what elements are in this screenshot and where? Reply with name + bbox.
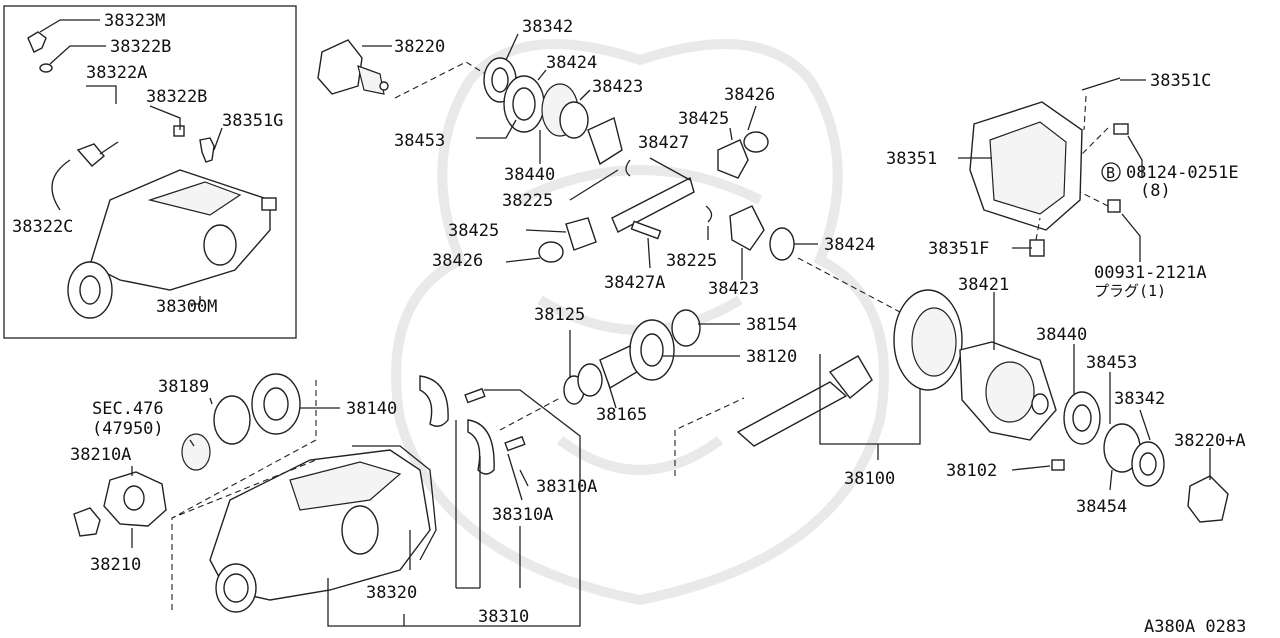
inset-leaders	[39, 19, 223, 305]
label-bolt-qty: (8)	[1140, 181, 1171, 201]
label-38189: 38189	[158, 377, 209, 397]
part-labels: 38323M 38322B 38322A 38322B 38351G 38322…	[12, 11, 1246, 637]
label-38426-2: 38426	[432, 251, 483, 271]
bearing-caps	[419, 375, 526, 475]
label-38320: 38320	[366, 583, 417, 603]
label-38210A: 38210A	[70, 445, 131, 465]
label-38426-1: 38426	[724, 85, 775, 105]
watermark-emblem	[391, 39, 889, 606]
label-plug-code: 00931-2121A	[1094, 263, 1207, 283]
label-bolt-code: 08124-0251E	[1126, 163, 1239, 183]
label-38102: 38102	[946, 461, 997, 481]
label-38140: 38140	[346, 399, 397, 419]
pinion-shaft-shape	[611, 176, 695, 233]
bolt-mark-circle	[1101, 162, 1121, 182]
label-38310A-2: 38310A	[492, 505, 553, 525]
label-38322A: 38322A	[86, 63, 147, 83]
companion-flange-left	[73, 471, 167, 537]
ring-gear-and-case	[893, 289, 1229, 523]
left-bearings	[181, 373, 301, 471]
left-axis-dash	[171, 380, 317, 610]
mid-dash	[499, 397, 561, 431]
leader-lines	[131, 33, 1211, 627]
breather-hose-assembly	[27, 31, 215, 167]
label-38424-2: 38424	[824, 235, 875, 255]
label-38423-2: 38423	[708, 279, 759, 299]
label-38351F: 38351F	[928, 239, 989, 259]
breather-fitting-shape	[27, 31, 47, 53]
label-38322B-2: 38322B	[146, 87, 207, 107]
label-38454: 38454	[1076, 497, 1127, 517]
side-gears	[538, 131, 795, 263]
label-38351C: 38351C	[1150, 71, 1211, 91]
differential-carrier-small	[67, 169, 277, 319]
differential-carrier-main	[209, 445, 437, 613]
rear-cover	[969, 77, 1129, 257]
label-38423-1: 38423	[592, 77, 643, 97]
label-38322C: 38322C	[12, 217, 73, 237]
bolt-mark: B	[1106, 164, 1115, 182]
label-38425-1: 38425	[678, 109, 729, 129]
label-38322B-1: 38322B	[110, 37, 171, 57]
label-38300M: 38300M	[156, 297, 217, 317]
label-38342-1: 38342	[522, 17, 573, 37]
label-38154: 38154	[746, 315, 797, 335]
label-38310A-1: 38310A	[536, 477, 597, 497]
label-sec: SEC.476	[92, 399, 164, 419]
label-38100: 38100	[844, 469, 895, 489]
label-plug-name: プラグ(1)	[1094, 282, 1166, 300]
label-38351G: 38351G	[222, 111, 283, 131]
label-sec-sub: (47950)	[92, 419, 164, 439]
label-38220A: 38220+A	[1174, 431, 1246, 451]
label-38225-1: 38225	[502, 191, 553, 211]
label-38342-2: 38342	[1114, 389, 1165, 409]
label-38225-2: 38225	[666, 251, 717, 271]
pinion-bearings	[563, 309, 701, 405]
label-38351: 38351	[886, 149, 937, 169]
label-38427A: 38427A	[604, 273, 665, 293]
label-38210: 38210	[90, 555, 141, 575]
drive-pinion	[736, 355, 873, 447]
label-38220: 38220	[394, 37, 445, 57]
label-38310: 38310	[478, 607, 529, 627]
pinion-dash	[674, 397, 745, 476]
label-38453-2: 38453	[1086, 353, 1137, 373]
label-38125: 38125	[534, 305, 585, 325]
diagram-code: A380A 0283	[1144, 617, 1246, 637]
label-38421: 38421	[958, 275, 1009, 295]
label-38440-2: 38440	[1036, 325, 1087, 345]
bearing-stack-top	[483, 57, 623, 166]
label-38453-1: 38453	[394, 131, 445, 151]
label-38120: 38120	[746, 347, 797, 367]
label-38440-1: 38440	[504, 165, 555, 185]
label-38165: 38165	[596, 405, 647, 425]
label-38424-1: 38424	[546, 53, 597, 73]
label-38425-2: 38425	[448, 221, 499, 241]
companion-flange-top	[317, 39, 389, 95]
inset-frame	[3, 5, 297, 339]
label-38427: 38427	[638, 133, 689, 153]
label-38323M: 38323M	[104, 11, 165, 31]
